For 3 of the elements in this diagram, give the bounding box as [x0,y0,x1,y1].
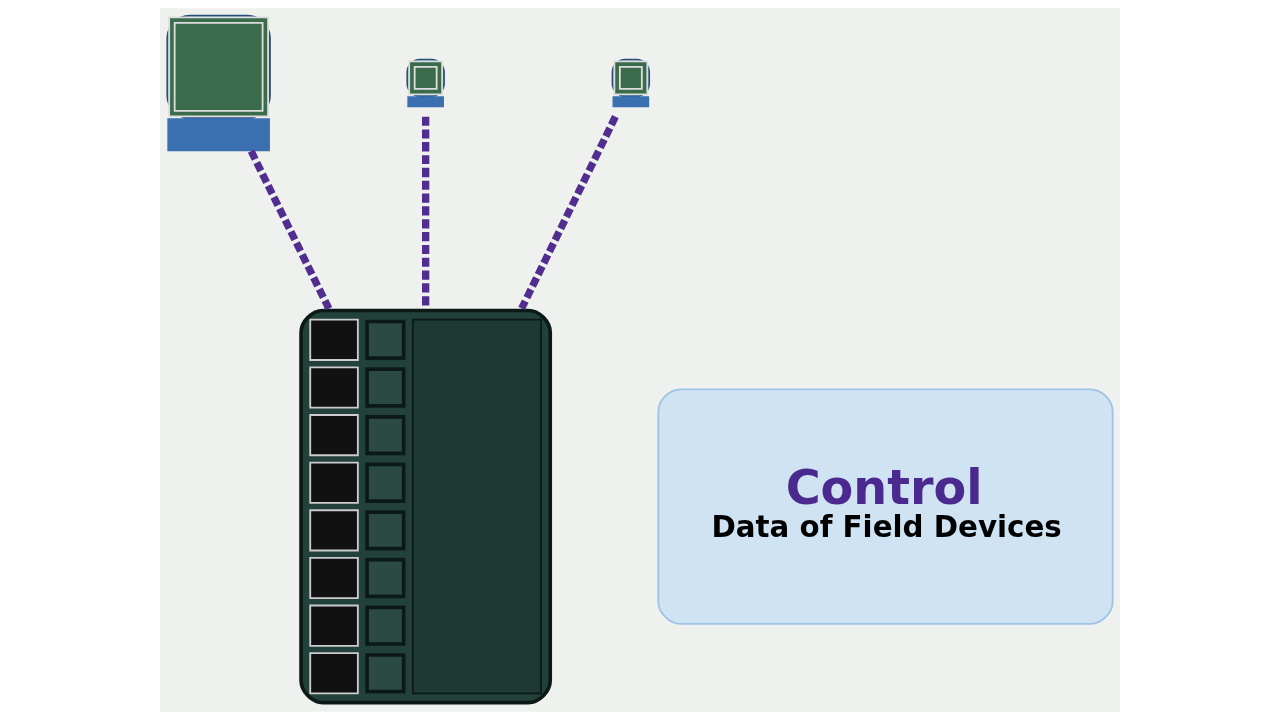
connector [247,149,333,311]
connector [518,115,619,311]
node-box: Control Data of Field Devices [657,388,1114,625]
